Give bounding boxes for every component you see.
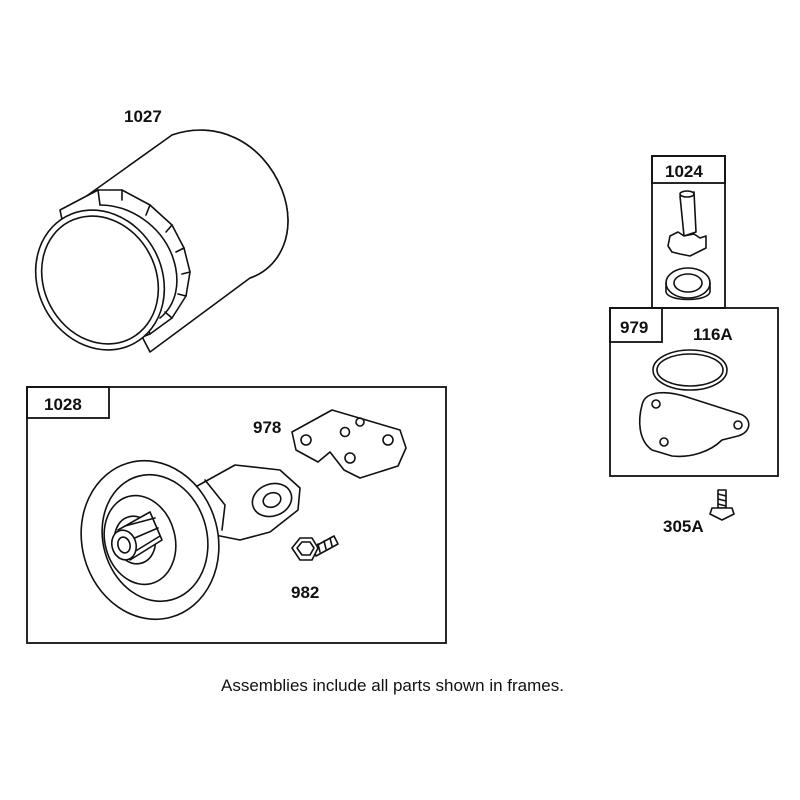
assembly-frame-979 [609,307,779,477]
oil-pump-cover-icon [638,391,750,458]
part-label-979: 979 [620,318,648,337]
assembly-frame-tab-979 [609,307,663,343]
part-label-1027: 1027 [124,107,162,126]
o-ring-icon [652,349,728,391]
part-label-978: 978 [253,418,281,437]
frames-note: Assemblies include all parts shown in fr… [221,676,564,695]
oil-filter-icon [34,129,289,353]
assembly-frame-tab-1024 [651,155,726,184]
oil-pump-icon [665,190,711,301]
bracket-icon [291,409,407,479]
screw-icon [291,535,339,561]
assembly-frame-tab-1028 [26,386,110,419]
part-label-1024: 1024 [665,162,703,181]
oil-filter-adapter-icon [80,459,301,621]
part-label-1028: 1028 [44,395,82,414]
part-label-305A: 305A [663,517,704,536]
assembly-frame-1028 [26,386,447,644]
bolt-icon [709,489,735,521]
part-label-116A: 116A [693,325,733,344]
part-label-982: 982 [291,583,319,602]
